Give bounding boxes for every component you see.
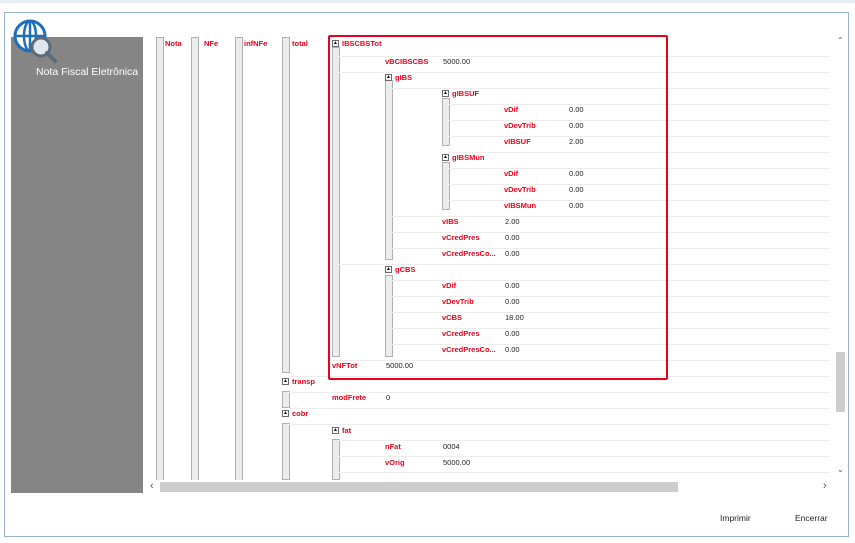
- node-vcredprescond: vCredPresCo...: [442, 345, 496, 354]
- horizontal-scrollbar-thumb[interactable]: [160, 482, 678, 492]
- node-vnftot: vNFTot: [332, 361, 358, 370]
- tree-guide-bar: [282, 423, 290, 480]
- value-vibsmun: 0.00: [569, 201, 584, 210]
- value-vdevtrib: 0.00: [505, 297, 520, 306]
- node-vorig: vOrig: [385, 458, 405, 467]
- collapse-toggle-gibsuf[interactable]: ▲: [442, 90, 449, 97]
- node-fat[interactable]: fat: [342, 426, 352, 435]
- value-vcredpres: 0.00: [505, 233, 520, 242]
- tree-guide-bar: [191, 37, 199, 480]
- node-transp[interactable]: transp: [292, 377, 315, 386]
- collapse-toggle-gibs[interactable]: ▲: [385, 74, 392, 81]
- tree-col-nfe[interactable]: NFe: [204, 39, 219, 48]
- vertical-scrollbar-thumb[interactable]: [836, 352, 845, 412]
- tree-guide-bar: [442, 162, 450, 210]
- window-top-border: [0, 0, 855, 3]
- node-vdif: vDif: [442, 281, 457, 290]
- node-gibs[interactable]: gIBS: [395, 73, 413, 82]
- node-gibsuf[interactable]: gIBSUF: [452, 89, 480, 98]
- node-vdevtrib: vDevTrib: [442, 297, 474, 306]
- node-vibs: vIBS: [442, 217, 459, 226]
- value-vbcibscbs: 5000.00: [443, 57, 471, 66]
- value-vcredpres: 0.00: [505, 329, 520, 338]
- highlight-box: [328, 35, 668, 380]
- print-button[interactable]: Imprimir: [720, 513, 751, 523]
- tree-guide-bar: [332, 439, 340, 480]
- node-cobr[interactable]: cobr: [292, 409, 309, 418]
- value-vdif: 0.00: [569, 105, 584, 114]
- value-vnftot: 5000.00: [386, 361, 414, 370]
- sidebar: [11, 37, 143, 493]
- node-gcbs[interactable]: gCBS: [395, 265, 416, 274]
- node-nfat: nFat: [385, 442, 401, 451]
- tree-guide-bar: [442, 98, 450, 146]
- app-title: Nota Fiscal Eletrônica: [36, 66, 139, 78]
- node-vcredprescond: vCredPresCo...: [442, 249, 496, 258]
- value-vdevtrib: 0.00: [569, 185, 584, 194]
- tree-col-nota[interactable]: Nota: [165, 39, 182, 48]
- node-vdevtrib: vDevTrib: [504, 185, 536, 194]
- scroll-up-icon[interactable]: ⌃: [837, 36, 844, 45]
- node-modfrete: modFrete: [332, 393, 367, 402]
- tree-col-infnfe[interactable]: infNFe: [244, 39, 268, 48]
- tree-col-total[interactable]: total: [292, 39, 308, 48]
- tree-guide-bar: [156, 37, 164, 480]
- collapse-toggle-transp[interactable]: ▲: [282, 378, 289, 385]
- node-vcbs: vCBS: [442, 313, 463, 322]
- value-vcredprescond: 0.00: [505, 345, 520, 354]
- scroll-down-icon[interactable]: ⌄: [837, 465, 844, 474]
- scroll-right-icon[interactable]: ›: [823, 480, 827, 492]
- node-ibscbstot[interactable]: IBSCBSTot: [342, 39, 382, 48]
- value-nfat: 0004: [443, 442, 460, 451]
- tree-guide-bar: [385, 275, 393, 357]
- node-vdif: vDif: [504, 105, 519, 114]
- node-vibsmun: vIBSMun: [504, 201, 537, 210]
- value-vorig: 5000.00: [443, 458, 471, 467]
- node-vbcibscbs: vBCIBSCBS: [385, 57, 429, 66]
- node-vdevtrib: vDevTrib: [504, 121, 536, 130]
- value-vibsuf: 2.00: [569, 137, 584, 146]
- tree-guide-bar: [282, 391, 290, 408]
- collapse-toggle-cobr[interactable]: ▲: [282, 410, 289, 417]
- value-vdevtrib: 0.00: [569, 121, 584, 130]
- tree-guide-bar: [332, 47, 340, 357]
- scroll-left-icon[interactable]: ‹: [150, 480, 154, 492]
- value-modfrete: 0: [386, 393, 391, 402]
- globe-search-icon: [13, 19, 57, 63]
- xml-tree-view[interactable]: Nota NFe infNFe total ▲ IBSCBSTot vBCIBS…: [149, 35, 830, 480]
- tree-guide-bar: [282, 37, 290, 373]
- node-gibsmun[interactable]: gIBSMun: [452, 153, 485, 162]
- value-vdif: 0.00: [569, 169, 584, 178]
- collapse-toggle-gibsmun[interactable]: ▲: [442, 154, 449, 161]
- close-button[interactable]: Encerrar: [795, 513, 828, 523]
- collapse-toggle-gcbs[interactable]: ▲: [385, 266, 392, 273]
- node-vcredpres: vCredPres: [442, 329, 480, 338]
- value-vcbs: 18.00: [505, 313, 524, 322]
- node-vcredpres: vCredPres: [442, 233, 480, 242]
- node-vdif: vDif: [504, 169, 519, 178]
- value-vcredprescond: 0.00: [505, 249, 520, 258]
- node-vibsuf: vIBSUF: [504, 137, 531, 146]
- value-vibs: 2.00: [505, 217, 520, 226]
- collapse-toggle-ibscbstot[interactable]: ▲: [332, 40, 339, 47]
- collapse-toggle-fat[interactable]: ▲: [332, 427, 339, 434]
- tree-guide-bar: [235, 37, 243, 480]
- value-vdif: 0.00: [505, 281, 520, 290]
